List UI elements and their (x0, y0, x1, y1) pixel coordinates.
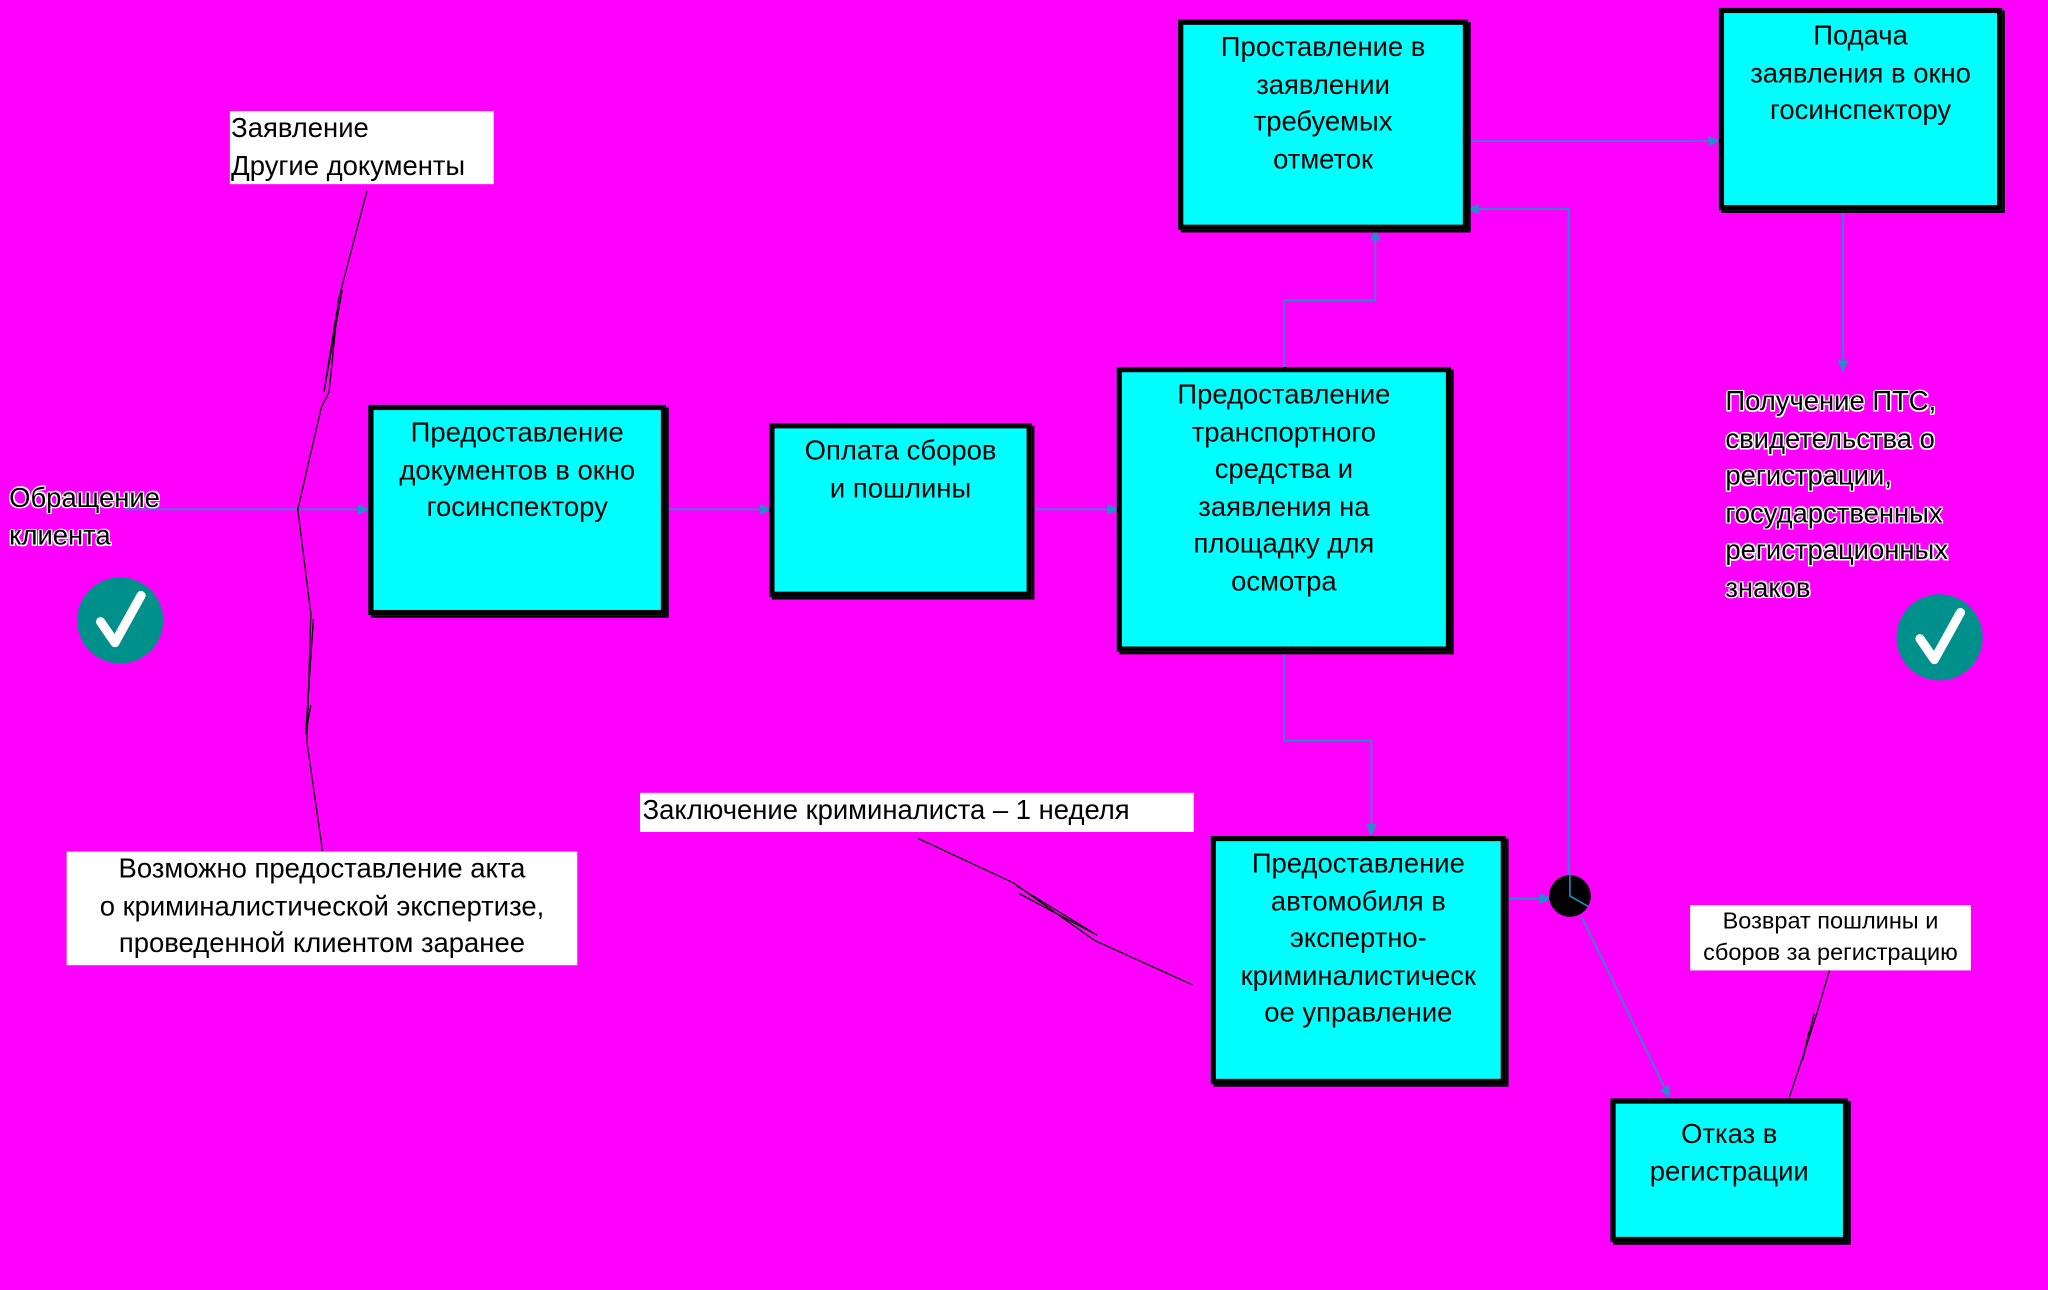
note-forensic-act-line: Возможно предоставление акта (118, 854, 526, 885)
step-label-line: ое управление (1264, 997, 1453, 1028)
step-label-line: госинспектору (426, 492, 608, 523)
step-label-line: Проставление в (1220, 32, 1426, 63)
note-refund: Возврат пошлины и сборов за регистрацию (1690, 905, 1971, 971)
decision-node-icon (1549, 875, 1591, 917)
note-refund-line: Возврат пошлины и (1722, 907, 1939, 934)
callout-act-zigzag (304, 619, 315, 735)
start-checkmark-icon (77, 577, 164, 664)
step-label-line: отметок (1273, 144, 1374, 175)
step-label-line: Предоставление (410, 417, 624, 448)
step-label-line: Отказ в (1681, 1119, 1778, 1150)
step-pay-fees[interactable]: Оплата сборов и пошлины (769, 423, 1032, 597)
step-label-line: площадку для (1193, 528, 1375, 560)
result-label-line: знаков (1725, 572, 1811, 603)
step-submit-application[interactable]: Подача заявления в окно госинспектору (1718, 7, 2003, 211)
callout-documents-zigzag (323, 289, 343, 392)
result-label-line: свидетельства о (1725, 423, 1935, 454)
note-refund-line: сборов за регистрацию (1703, 939, 1958, 966)
step-label-line: заявления в окно (1750, 58, 1971, 89)
step-vehicle-inspection[interactable]: Предоставление транспортного средства и … (1116, 367, 1452, 652)
step-label-line: Подача (1813, 20, 1908, 51)
callout-conclusion-zigzag (1015, 884, 1098, 936)
step-label-line: Предоставление (1251, 848, 1465, 880)
callout-refund-zigzag (1801, 1013, 1815, 1061)
callout-refund-line (1788, 968, 1831, 1098)
step-label-line: Оплата сборов (804, 436, 997, 467)
step-label-line: регистрации (1649, 1156, 1809, 1187)
note-documents-line: Другие документы (231, 150, 466, 181)
result-label: Получение ПТС, свидетельства о регистрац… (1725, 384, 1948, 607)
note-documents: Заявление Другие документы (229, 111, 494, 185)
step-label-line: Предоставление (1177, 380, 1391, 411)
callout-conclusion-line (917, 837, 1193, 986)
step-label-line: заявлении (1256, 69, 1390, 100)
step-label-line: требуемых (1253, 107, 1393, 138)
result-label-line: регистрации, (1725, 461, 1892, 492)
callout-documents-line (297, 190, 368, 852)
result-label-line: государственных (1725, 498, 1943, 529)
connector-inspection-to-forensic (1283, 650, 1377, 836)
step-label-line: криминалистическ (1240, 960, 1477, 991)
result-label-line: регистрационных (1725, 535, 1948, 566)
step-label-line: осмотра (1231, 566, 1337, 597)
note-forensic-conclusion: Заключение криминалиста – 1 неделя (639, 792, 1194, 832)
note-forensic-act-line: о криминалистической экспертизе, (99, 891, 545, 922)
note-documents-line: Заявление (231, 113, 369, 144)
note-forensic-act-line: проведенной клиентом заранее (118, 928, 525, 959)
start-label-line: клиента (9, 520, 111, 551)
step-label-line: документов в окно (399, 455, 636, 486)
connector-decision-to-refusal (1580, 916, 1670, 1099)
connector-inspection-to-marks (1283, 228, 1381, 369)
result-checkmark-icon (1896, 594, 1983, 681)
note-forensic-act: Возможно предоставление акта о криминали… (66, 851, 578, 966)
step-submit-documents[interactable]: Предоставление документов в окно госинсп… (368, 404, 667, 616)
step-application-marks[interactable]: Проставление в заявлении требуемых отмет… (1178, 19, 1469, 230)
step-forensic-department[interactable]: Предоставление автомобиля в экспертно- к… (1210, 835, 1506, 1085)
connector-decision-to-marks (1466, 203, 1570, 876)
step-label-line: транспортного (1191, 417, 1377, 448)
step-label-line: заявления на (1198, 491, 1370, 522)
step-label-line: средства и (1214, 454, 1354, 485)
step-label-line: госинспектору (1769, 95, 1952, 126)
start-label-line: Обращение (9, 483, 160, 514)
step-refusal[interactable]: Отказ в регистрации (1610, 1098, 1849, 1243)
result-label-line: Получение ПТС, (1725, 386, 1937, 417)
step-label-line: экспертно- (1289, 923, 1427, 954)
step-label-line: и пошлины (829, 473, 972, 504)
step-label-line: автомобиля в (1270, 886, 1446, 917)
start-label: Обращение клиента (9, 481, 160, 555)
note-forensic-conclusion-text: Заключение криминалиста – 1 неделя (642, 795, 1130, 826)
